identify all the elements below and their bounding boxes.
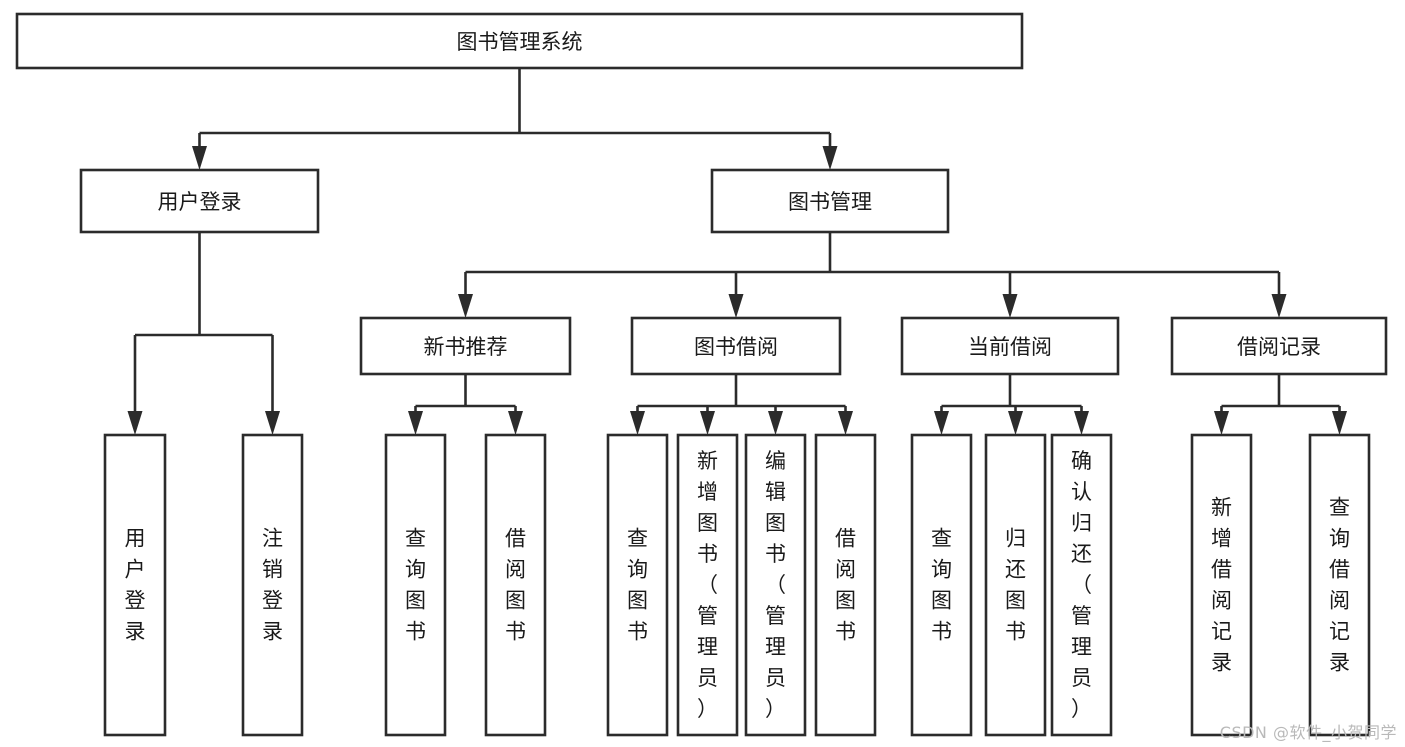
node-box[interactable]	[15, 12, 1024, 70]
node-label: 图书借阅	[694, 335, 778, 359]
node-label: 查询图书	[627, 527, 648, 644]
csdn-watermark: CSDN @软件_小贺同学	[1219, 723, 1397, 742]
node-box[interactable]	[814, 433, 877, 737]
node-label: 新增借阅记录	[1211, 496, 1232, 675]
node-label: 新书推荐	[424, 335, 508, 359]
node-box[interactable]	[630, 316, 842, 376]
node-label: 借阅图书	[835, 527, 856, 644]
arrow-head-icon	[630, 411, 645, 435]
node-label: 查询图书	[405, 527, 426, 644]
arrow-head-icon	[508, 411, 523, 435]
node-box[interactable]	[384, 433, 447, 737]
node-leaf-cur-confirm[interactable]: 确认归还（管理员）	[1050, 433, 1113, 737]
node-box[interactable]	[79, 168, 320, 234]
connector-layer	[127, 68, 1347, 435]
node-box[interactable]	[606, 433, 669, 737]
arrow-head-icon	[1074, 411, 1089, 435]
node-label: 注销登录	[262, 527, 283, 644]
node-label: 归还图书	[1005, 527, 1026, 644]
node-leaf-cur-return[interactable]: 归还图书	[984, 433, 1047, 737]
node-box[interactable]	[900, 316, 1120, 376]
node-leaf-bor-lend[interactable]: 借阅图书	[814, 433, 877, 737]
node-box[interactable]	[1308, 433, 1371, 737]
node-label: 确认归还（管理员）	[1071, 449, 1092, 721]
node-box[interactable]	[103, 433, 167, 737]
arrow-head-icon	[192, 146, 207, 170]
node-leaf-user-login[interactable]: 用户登录	[103, 433, 167, 737]
node-box[interactable]	[1190, 433, 1253, 737]
arrow-head-icon	[408, 411, 423, 435]
arrow-head-icon	[838, 411, 853, 435]
connector-group-records	[1214, 374, 1347, 435]
node-label: 图书管理	[788, 190, 872, 214]
arrow-head-icon	[1332, 411, 1347, 435]
node-leaf-rec-add[interactable]: 新增借阅记录	[1190, 433, 1253, 737]
node-label: 用户登录	[158, 190, 242, 214]
node-label: 新增图书（管理员）	[697, 449, 718, 721]
node-box[interactable]	[241, 433, 304, 737]
node-leaf-user-logout[interactable]: 注销登录	[241, 433, 304, 737]
node-label: 图书管理系统	[457, 30, 583, 54]
node-box[interactable]	[710, 168, 950, 234]
arrow-head-icon	[127, 411, 143, 435]
node-box[interactable]	[984, 433, 1047, 737]
node-leaf-cur-query[interactable]: 查询图书	[910, 433, 973, 737]
node-root[interactable]: 图书管理系统	[15, 12, 1024, 70]
connector-group-login	[127, 232, 280, 435]
node-login[interactable]: 用户登录	[79, 168, 320, 234]
node-box[interactable]	[676, 433, 739, 737]
node-leaf-bor-query[interactable]: 查询图书	[606, 433, 669, 737]
arrow-head-icon	[1271, 294, 1287, 318]
node-box[interactable]	[1170, 316, 1388, 376]
node-box[interactable]	[910, 433, 973, 737]
node-label: 查询借阅记录	[1329, 496, 1350, 675]
arrow-head-icon	[822, 146, 838, 170]
arrow-head-icon	[934, 411, 949, 435]
node-box[interactable]	[744, 433, 807, 737]
node-box[interactable]	[1050, 433, 1113, 737]
arrow-head-icon	[458, 294, 473, 318]
node-borrow[interactable]: 图书借阅	[630, 316, 842, 376]
node-leaf-bor-edit[interactable]: 编辑图书（管理员）	[744, 433, 807, 737]
node-leaf-new-borrow[interactable]: 借阅图书	[484, 433, 547, 737]
connector-group-current	[934, 374, 1089, 435]
arrow-head-icon	[768, 411, 783, 435]
node-leaf-bor-add[interactable]: 新增图书（管理员）	[676, 433, 739, 737]
node-records[interactable]: 借阅记录	[1170, 316, 1388, 376]
connector-group-bookmgmt	[458, 232, 1287, 318]
arrow-head-icon	[728, 294, 744, 318]
connector-group-borrow	[630, 374, 853, 435]
node-newbook[interactable]: 新书推荐	[359, 316, 572, 376]
node-label: 借阅记录	[1237, 335, 1321, 359]
node-label: 借阅图书	[505, 527, 526, 644]
node-label: 用户登录	[125, 527, 146, 644]
arrow-head-icon	[1214, 411, 1229, 435]
node-leaf-rec-query[interactable]: 查询借阅记录	[1308, 433, 1371, 737]
node-box[interactable]	[484, 433, 547, 737]
node-bookmgmt[interactable]: 图书管理	[710, 168, 950, 234]
node-current[interactable]: 当前借阅	[900, 316, 1120, 376]
arrow-head-icon	[1002, 294, 1018, 318]
node-label: 查询图书	[931, 527, 952, 644]
node-label: 当前借阅	[968, 335, 1052, 359]
node-leaf-new-query[interactable]: 查询图书	[384, 433, 447, 737]
arrow-head-icon	[700, 411, 715, 435]
node-label: 编辑图书（管理员）	[765, 449, 786, 721]
connector-group-root	[192, 68, 838, 170]
node-layer: 图书管理系统用户登录图书管理新书推荐图书借阅当前借阅借阅记录用户登录注销登录查询…	[15, 12, 1388, 737]
connector-group-newbook	[408, 374, 523, 435]
arrow-head-icon	[265, 411, 280, 435]
arrow-head-icon	[1008, 411, 1023, 435]
node-box[interactable]	[359, 316, 572, 376]
